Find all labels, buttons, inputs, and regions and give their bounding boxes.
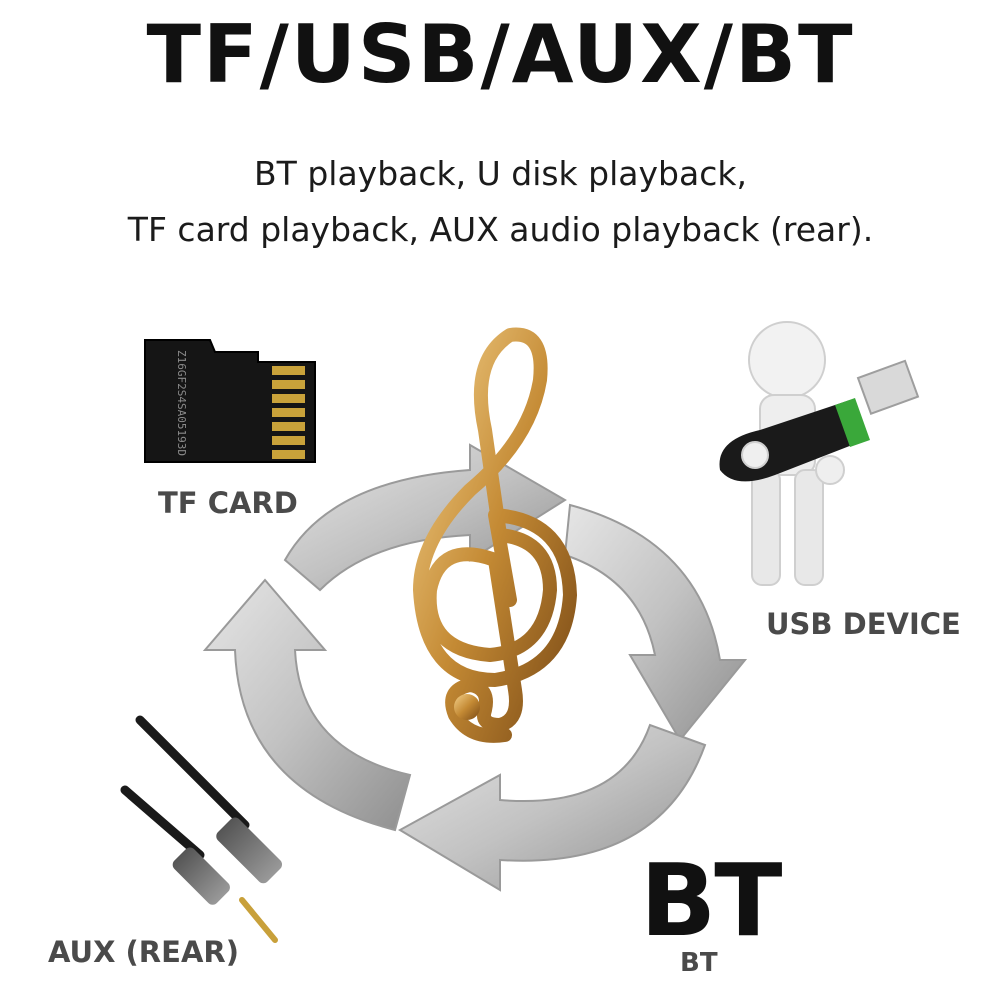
treble-clef-icon — [413, 327, 577, 743]
tf-card-label: TF CARD — [158, 486, 298, 520]
tf-card-print: Z16GF2S4SA05193D — [175, 350, 188, 456]
usb-figure-icon — [719, 321, 920, 586]
cycle-arrows-icon — [202, 443, 748, 892]
subtitle-line-2: TF card playback, AUX audio playback (re… — [127, 210, 874, 249]
bt-label: BT — [680, 948, 718, 978]
bt-logo: BT — [640, 842, 782, 959]
aux-rear-label: AUX (REAR) — [48, 935, 239, 969]
usb-device-label: USB DEVICE — [766, 607, 961, 641]
subtitle-line-1: BT playback, U disk playback, — [254, 154, 747, 193]
tf-card-icon: Z16GF2S4SA05193D — [144, 339, 316, 463]
page-title: TF/USB/AUX/BT — [146, 8, 855, 101]
aux-cable-icon — [120, 715, 283, 943]
